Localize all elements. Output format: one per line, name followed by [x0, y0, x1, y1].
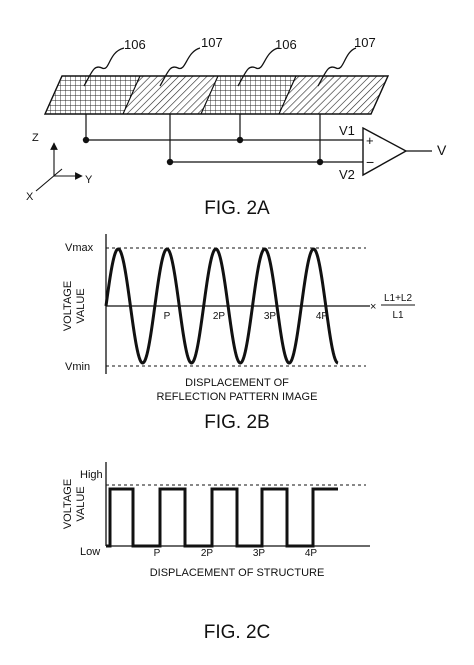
- fig-2c-caption: FIG. 2C: [204, 622, 271, 643]
- fig-2c-tick-3p: 3P: [253, 548, 266, 559]
- plus-sign: +: [366, 133, 374, 148]
- fig-2b: Vmax Vmin VOLTAGE VALUE P 2P 3P 4P × L1+…: [62, 234, 415, 433]
- vmax-label: Vmax: [65, 242, 94, 254]
- sine-waveform: [104, 247, 339, 365]
- fig-2a: 106 107 106 107 + − V1 V2 V: [26, 35, 447, 219]
- block-107-right: [278, 75, 389, 115]
- minus-sign: −: [366, 154, 374, 170]
- v2-label: V2: [339, 167, 355, 182]
- v1-label: V1: [339, 123, 355, 138]
- ref-label-107-left: 107: [201, 35, 223, 50]
- wiring: [85, 114, 363, 163]
- fig-2c-tick-2p: 2P: [201, 548, 214, 559]
- fig-2b-ylabel-line2: VALUE: [75, 288, 87, 323]
- leader-107-left: [159, 47, 201, 87]
- axis-x-label: X: [26, 191, 34, 203]
- unit-numerator: L1+L2: [384, 293, 413, 304]
- axis-y-label: Y: [85, 174, 93, 186]
- structure-outline: [43, 75, 390, 115]
- fig-2b-tick-3p: 3P: [264, 311, 277, 322]
- differential-amplifier: [362, 126, 408, 177]
- high-label: High: [80, 469, 103, 481]
- square-waveform: [106, 487, 338, 548]
- fig-2b-tick-2p: 2P: [213, 311, 226, 322]
- fig-2b-xlabel-line2: REFLECTION PATTERN IMAGE: [157, 391, 318, 403]
- fig-2c-xlabel: DISPLACEMENT OF STRUCTURE: [150, 567, 325, 579]
- fig-2b-xlabel-line1: DISPLACEMENT OF: [185, 377, 289, 389]
- fig-2a-caption: FIG. 2A: [204, 198, 270, 219]
- output-v-label: V: [437, 142, 447, 158]
- coordinate-axes: [35, 142, 83, 192]
- fig-2b-ylabel-line1: VOLTAGE: [62, 281, 74, 331]
- junction-dots: [82, 136, 324, 166]
- axis-z-label: Z: [32, 132, 39, 144]
- unit-denominator: L1: [392, 310, 404, 321]
- leader-106-left: [83, 47, 125, 87]
- fig-2c-ylabel-line1: VOLTAGE: [62, 479, 74, 529]
- fig-2b-tick-p: P: [164, 311, 171, 322]
- leader-106-right: [237, 47, 279, 87]
- unit-times-sign: ×: [370, 301, 376, 313]
- fig-2c-ylabel-line2: VALUE: [75, 486, 87, 521]
- vmin-label: Vmin: [65, 361, 90, 373]
- fig-2c-tick-4p: 4P: [305, 548, 318, 559]
- fig-2c-tick-p: P: [154, 548, 161, 559]
- fig-2b-caption: FIG. 2B: [204, 412, 269, 433]
- fig-2b-tick-4p: 4P: [316, 311, 329, 322]
- leader-107-right: [317, 47, 357, 87]
- ref-label-107-right: 107: [354, 35, 376, 50]
- ref-label-106-left: 106: [124, 37, 146, 52]
- low-label: Low: [80, 546, 100, 558]
- ref-label-106-right: 106: [275, 37, 297, 52]
- fig-2c: High Low VOLTAGE VALUE P 2P 3P 4P DISPLA…: [62, 462, 370, 643]
